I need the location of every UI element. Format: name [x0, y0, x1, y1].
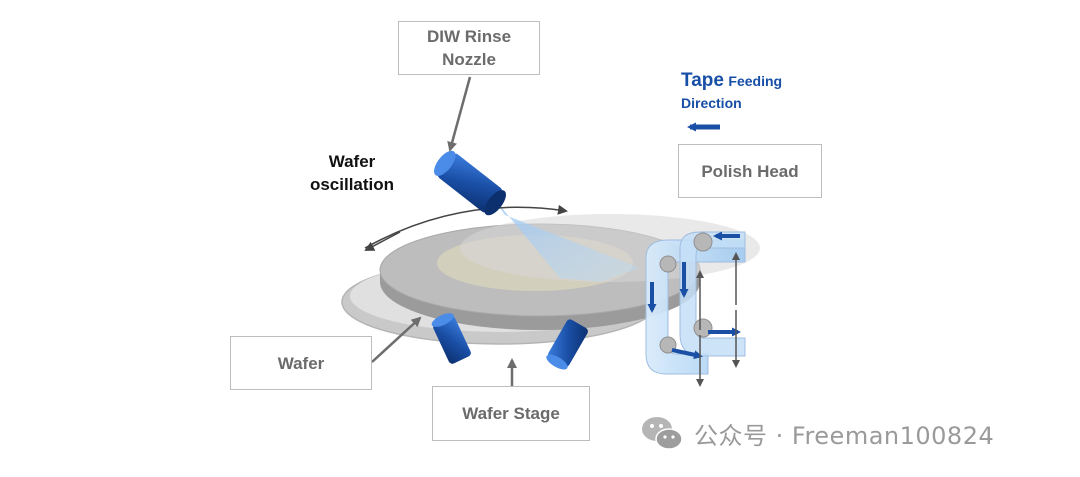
- polish-head-tape: [645, 231, 746, 375]
- watermark-text: 公众号 · Freeman100824: [694, 421, 995, 450]
- diw-nozzle-icon: [434, 150, 506, 216]
- wafer-label: Wafer: [230, 336, 372, 390]
- diw-rinse-nozzle-label: DIW Rinse Nozzle: [398, 21, 540, 75]
- feeding-word: Feeding: [728, 73, 783, 89]
- diw-spray: [492, 196, 640, 282]
- polish-head-label: Polish Head: [678, 144, 822, 198]
- direction-word: Direction: [681, 95, 742, 111]
- leader-diw-nozzle: [447, 76, 472, 152]
- wafer-oscillation-label: Wafer oscillation: [309, 152, 395, 194]
- tape-feeding-direction-label: Tape Feeding Direction: [681, 70, 782, 114]
- wechat-logo-icon: [642, 417, 683, 450]
- oscillation-arc: [364, 204, 568, 249]
- wafer-stage-label: Wafer Stage: [432, 386, 590, 441]
- lower-nozzle-right-icon: [546, 319, 588, 370]
- oscillation-arc-start: [364, 231, 401, 251]
- watermark: 公众号 · Freeman100824: [640, 412, 994, 454]
- lower-nozzle-left-icon: [431, 313, 471, 364]
- tape-word: Tape: [681, 70, 724, 91]
- leader-wafer: [371, 316, 422, 363]
